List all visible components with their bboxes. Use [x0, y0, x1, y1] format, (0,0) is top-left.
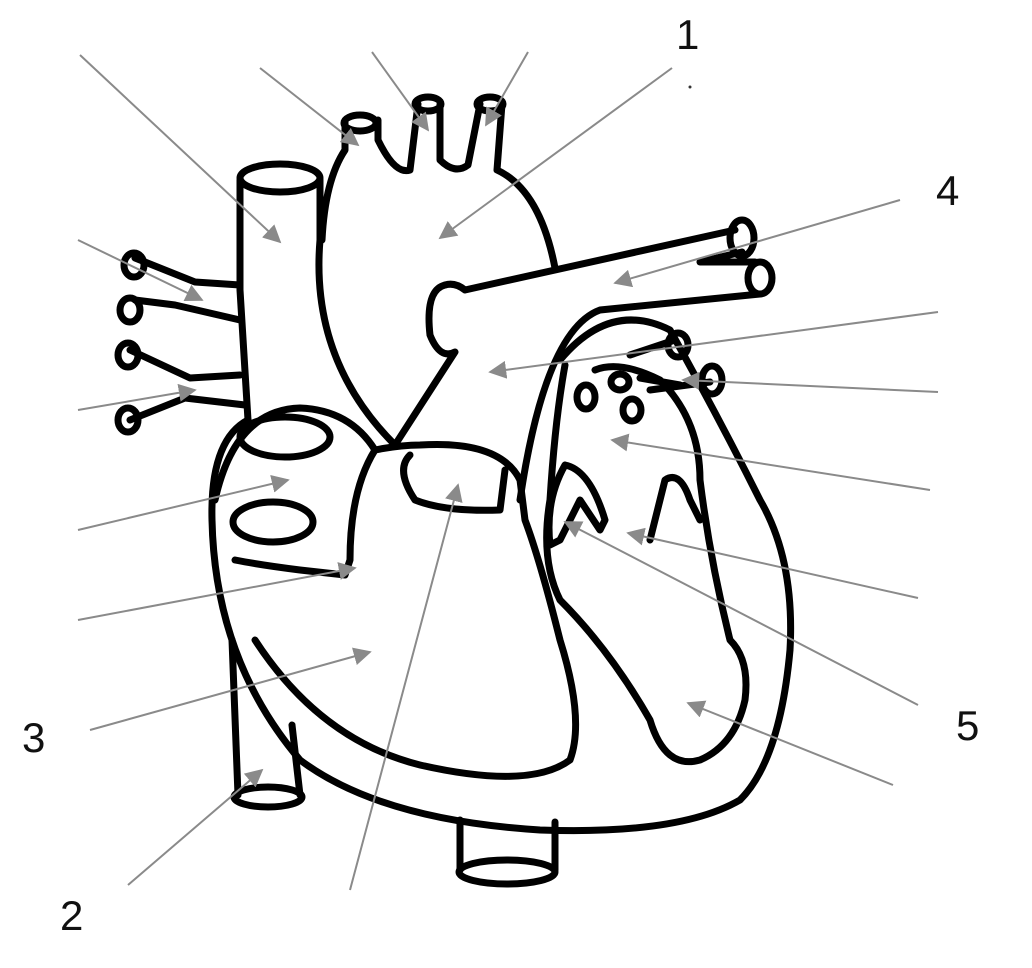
label-3: 3	[22, 714, 46, 761]
leader-lines	[77, 51, 939, 891]
mitral-valve	[545, 461, 609, 549]
label-1: 1	[676, 11, 700, 58]
leader-unlabeled	[686, 700, 894, 786]
leader-1	[438, 67, 673, 240]
heart-wall	[208, 316, 795, 835]
leader-unlabeled	[488, 311, 939, 379]
heart-outline	[114, 93, 795, 888]
leader-unlabeled	[79, 54, 282, 244]
inferior-vena-cava	[228, 636, 242, 799]
label-5: 5	[956, 702, 980, 749]
interventricular-septum	[251, 440, 580, 780]
label-2: 2	[60, 892, 84, 939]
leader-unlabeled	[77, 562, 357, 621]
leader-unlabeled	[485, 51, 529, 127]
aortic-arch	[318, 100, 559, 272]
right-pulmonary-veins	[126, 254, 249, 424]
label-4: 4	[936, 167, 960, 214]
leader-unlabeled	[349, 483, 463, 891]
superior-vena-cava	[236, 160, 324, 196]
leader-unlabeled	[681, 371, 939, 393]
leader-unlabeled	[610, 433, 931, 491]
leader-2	[127, 768, 264, 886]
right-atrium-opening	[236, 413, 334, 461]
leader-unlabeled	[77, 474, 290, 531]
pulmonary-trunk	[391, 281, 459, 449]
leader-4	[613, 199, 901, 288]
tricuspid-ring	[229, 498, 317, 546]
leader-unlabeled	[626, 527, 919, 599]
leader-unlabeled	[259, 67, 360, 147]
leader-unlabeled	[77, 383, 197, 411]
leader-5	[563, 521, 919, 706]
leader-unlabeled	[77, 239, 204, 302]
stray-dot	[688, 85, 692, 89]
leader-3	[89, 647, 372, 731]
leader-unlabeled	[371, 51, 430, 132]
